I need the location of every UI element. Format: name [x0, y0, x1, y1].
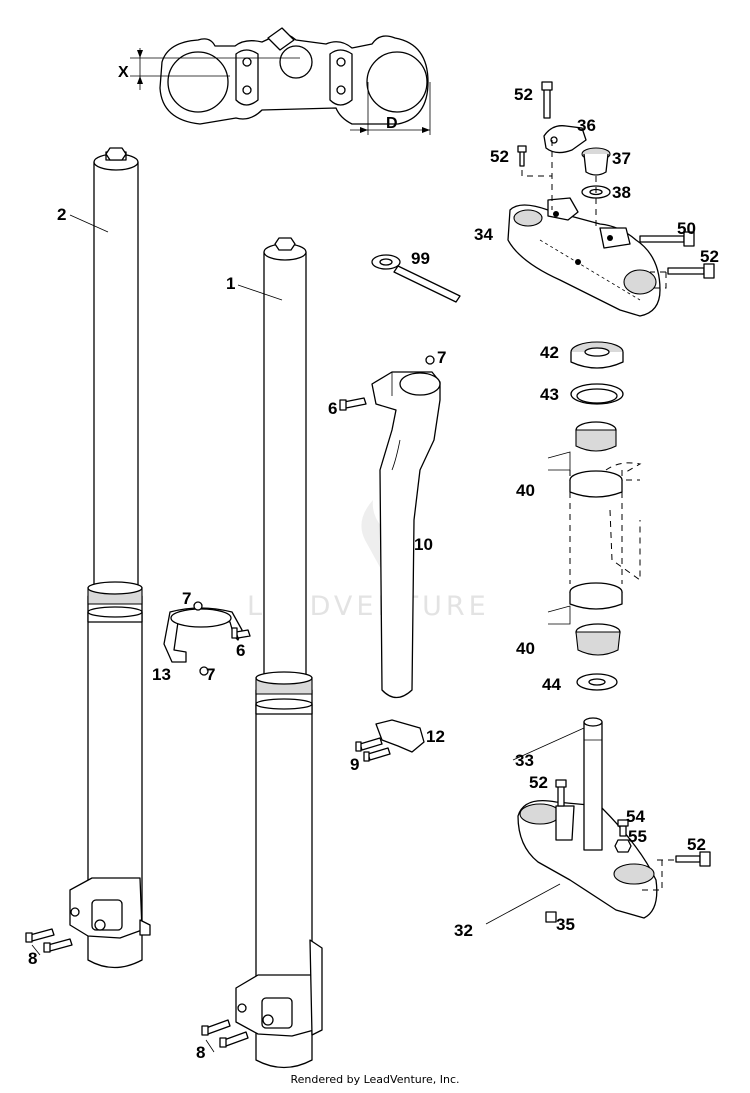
callout-8a: 8 — [28, 949, 37, 968]
callout-8b: 8 — [196, 1043, 205, 1062]
callout-37: 37 — [612, 149, 631, 168]
bearing-40-upper — [569, 421, 623, 498]
callout-43: 43 — [540, 385, 559, 404]
brake-line-guard-10 — [339, 355, 441, 699]
bolt-52-right — [650, 263, 715, 289]
nut-55 — [614, 839, 632, 853]
callout-13: 13 — [152, 665, 171, 684]
callout-1: 1 — [226, 274, 235, 293]
callout-32: 32 — [454, 921, 473, 940]
callout-36: 36 — [577, 116, 596, 135]
fork-leg-2 — [69, 147, 151, 969]
callout-labels: 2 1 8 8 7 6 13 7 6 7 10 12 9 99 52 36 52… — [28, 85, 719, 1062]
seal-ring-43 — [570, 383, 624, 405]
spacer-35 — [545, 911, 557, 923]
brake-line-clamp-13 — [163, 601, 251, 676]
callout-7a: 7 — [182, 589, 191, 608]
seal-44 — [576, 673, 618, 691]
callout-7b: 7 — [206, 665, 215, 684]
dimension-d-label: D — [386, 115, 398, 132]
callout-6b: 6 — [328, 399, 337, 418]
footer-credit: Rendered by LeadVenture, Inc. — [290, 1073, 460, 1086]
upper-triple-clamp-34 — [507, 197, 661, 317]
callout-52-left: 52 — [490, 147, 509, 166]
callout-34: 34 — [474, 225, 493, 244]
callout-44: 44 — [542, 675, 561, 694]
bolt-54 — [617, 819, 629, 837]
callout-7c: 7 — [437, 348, 446, 367]
callout-10: 10 — [414, 535, 433, 554]
callout-99: 99 — [411, 249, 430, 268]
bolt-52-top — [541, 81, 553, 119]
callout-40a: 40 — [516, 481, 535, 500]
callout-40b: 40 — [516, 639, 535, 658]
bolt-50 — [639, 231, 695, 247]
bolt-52-lower — [555, 779, 567, 807]
callout-55: 55 — [628, 827, 647, 846]
clamp-36 — [543, 125, 587, 154]
callout-42: 42 — [540, 343, 559, 362]
callout-6a: 6 — [236, 641, 245, 660]
callout-52-top: 52 — [514, 85, 533, 104]
callout-12: 12 — [426, 727, 445, 746]
axle-bolts-8-left — [25, 928, 73, 956]
bearing-40-lower — [569, 582, 623, 656]
bolt-52-left — [517, 145, 553, 210]
axle-bolts-8-right — [201, 1019, 249, 1053]
callout-9: 9 — [350, 755, 359, 774]
steering-head-frame — [569, 462, 642, 584]
dust-seal-42 — [570, 341, 624, 369]
callout-52-lower-right: 52 — [687, 835, 706, 854]
triple-clamp-top-view: X D — [118, 27, 431, 135]
guide-12 — [355, 719, 425, 762]
callout-50: 50 — [677, 219, 696, 238]
service-tool-99 — [371, 254, 461, 303]
callout-38: 38 — [612, 183, 631, 202]
bolt-52-lower-right — [640, 851, 711, 891]
callout-52-lower: 52 — [529, 773, 548, 792]
steering-stem-33 — [583, 717, 603, 851]
callout-33: 33 — [515, 751, 534, 770]
callout-2: 2 — [57, 205, 66, 224]
dimension-x-label: X — [118, 64, 129, 81]
callout-52-right: 52 — [700, 247, 719, 266]
fork-leg-1 — [235, 237, 323, 1069]
top-nut-37 — [581, 147, 611, 176]
callout-54: 54 — [626, 807, 645, 826]
callout-35: 35 — [556, 915, 575, 934]
